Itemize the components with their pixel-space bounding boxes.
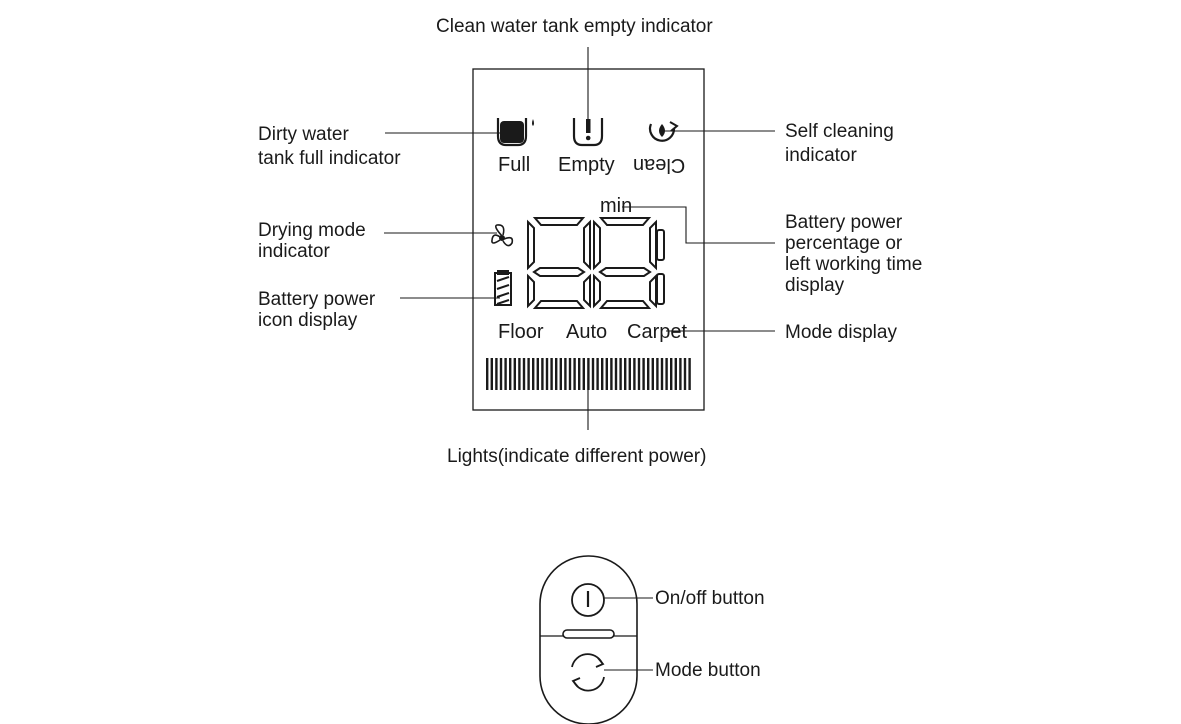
power-light-segment [559, 358, 562, 390]
power-light-segment [670, 358, 673, 390]
label-self-cleaning-1: Self cleaning [785, 121, 894, 142]
battery-icon [494, 270, 512, 306]
power-light-segment [513, 358, 516, 390]
dirty-water-tank-icon [496, 118, 534, 147]
power-light-segment [495, 358, 498, 390]
power-light-segment [633, 358, 636, 390]
label-mode-display: Mode display [785, 322, 897, 343]
power-light-segment [605, 358, 608, 390]
label-battery-icon-1: Battery power [258, 289, 376, 310]
button-controller [539, 555, 638, 724]
label-self-cleaning-2: indicator [785, 145, 857, 166]
power-light-segment [628, 358, 631, 390]
fan-icon [491, 224, 514, 247]
power-light-segment [642, 358, 645, 390]
power-light-segment [656, 358, 659, 390]
label-dirty-water-full-1: Dirty water [258, 124, 349, 145]
power-light-segment [582, 358, 585, 390]
label-battery-percentage-3: left working time [785, 254, 923, 275]
power-lights-bar [486, 358, 691, 390]
label-dirty-water-full-2: tank full indicator [258, 148, 401, 169]
power-light-segment [509, 358, 512, 390]
power-light-segment [490, 358, 493, 390]
power-light-segment [637, 358, 641, 390]
leader-battery-percentage [622, 206, 775, 244]
power-light-segment [568, 358, 572, 390]
power-light-segment [532, 358, 535, 390]
power-light-segment [555, 358, 558, 390]
label-lights: Lights(indicate different power) [447, 446, 707, 467]
seven-segment-digits [527, 217, 665, 309]
power-light-segment [688, 358, 691, 390]
label-battery-icon-2: icon display [258, 310, 358, 331]
label-drying-mode-2: indicator [258, 241, 330, 262]
display-full-text: Full [498, 154, 531, 176]
power-light-segment [610, 358, 613, 390]
display-carpet-text: Carpet [627, 321, 688, 343]
digit-2 [593, 217, 657, 309]
label-drying-mode-1: Drying mode [258, 220, 366, 241]
power-light-segment [536, 358, 539, 390]
power-light-segment [679, 358, 682, 390]
label-clean-water-empty: Clean water tank empty indicator [436, 16, 713, 37]
clean-water-empty-icon [572, 118, 604, 147]
power-light-segment [499, 358, 503, 390]
label-battery-percentage-1: Battery power [785, 212, 903, 233]
power-light-segment [578, 358, 581, 390]
display-min-text: min [600, 195, 633, 217]
power-light-segment [614, 358, 618, 390]
on-off-button[interactable] [571, 583, 605, 617]
power-light-segment [527, 358, 530, 390]
power-light-segment [518, 358, 521, 390]
label-battery-percentage-4: display [785, 275, 845, 296]
mode-cycle-icon [571, 653, 605, 692]
power-light-segment [619, 358, 622, 390]
label-battery-percentage-2: percentage or [785, 233, 903, 254]
label-on-off-button: On/off button [655, 588, 765, 609]
power-light-segment [591, 358, 595, 390]
power-light-segment [486, 358, 489, 390]
power-light-segment [674, 358, 677, 390]
power-light-segment [504, 358, 507, 390]
power-light-segment [587, 358, 590, 390]
power-light-segment [651, 358, 654, 390]
power-light-segment [624, 358, 627, 390]
digit-1 [527, 217, 591, 309]
power-light-segment [665, 358, 668, 390]
power-light-segment [564, 358, 567, 390]
mode-button[interactable] [571, 653, 605, 692]
display-floor-text: Floor [498, 321, 544, 343]
power-light-segment [541, 358, 544, 390]
label-mode-button: Mode button [655, 660, 761, 681]
self-clean-icon [648, 121, 679, 142]
power-light-segment [601, 358, 604, 390]
power-light-segment [683, 358, 687, 390]
display-auto-text: Auto [566, 321, 608, 343]
power-light-segment [550, 358, 553, 390]
power-light-segment [522, 358, 526, 390]
display-empty-text: Empty [558, 154, 615, 176]
power-light-segment [545, 358, 549, 390]
power-light-segment [573, 358, 576, 390]
power-light-segment [660, 358, 664, 390]
power-light-segment [647, 358, 650, 390]
power-light-segment [596, 358, 599, 390]
display-clean-text: Clean [633, 154, 686, 176]
